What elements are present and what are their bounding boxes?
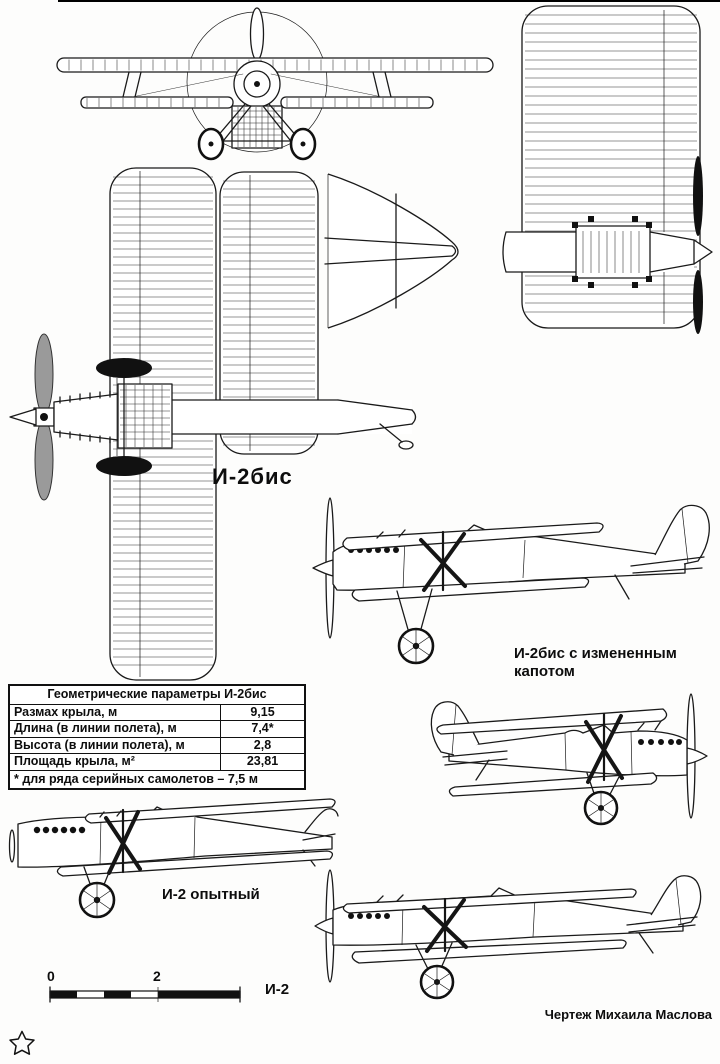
wing-top-right bbox=[521, 5, 701, 329]
tail-skid bbox=[475, 759, 490, 781]
landing-gear-side bbox=[583, 772, 621, 826]
scale-number-zero: 0 bbox=[47, 968, 55, 984]
table-row: Высота (в линии полета), м 2,8 bbox=[10, 737, 304, 754]
upper-wing-side bbox=[342, 888, 637, 914]
propeller-top bbox=[9, 333, 55, 501]
param-height: Высота (в линии полета), м bbox=[10, 737, 221, 753]
table-footnote: * для ряда серийных самолетов – 7,5 м bbox=[14, 771, 258, 786]
left-wheel-top bbox=[96, 358, 152, 378]
landing-gear-side bbox=[78, 864, 116, 919]
spinner-side bbox=[314, 917, 334, 935]
landing-gear-front bbox=[197, 103, 317, 161]
lower-wing-side bbox=[351, 577, 590, 602]
caption-modified-cowl-line2: капотом bbox=[514, 663, 575, 680]
interplane-struts-side bbox=[584, 712, 662, 784]
spec-table: Геометрические параметры И-2бис Размах к… bbox=[8, 684, 306, 790]
value-length: 7,4* bbox=[251, 721, 274, 735]
caption-modified-cowl-line1: И-2бис с измененным bbox=[514, 645, 677, 662]
star-icon bbox=[9, 1030, 35, 1055]
cowling-front bbox=[233, 60, 281, 108]
exhaust-ports bbox=[33, 826, 86, 834]
propeller-hub bbox=[8, 829, 16, 863]
lower-wing-side bbox=[351, 939, 627, 964]
landing-gear-side bbox=[396, 588, 435, 665]
propeller-blade bbox=[249, 7, 265, 61]
spinner-side bbox=[686, 747, 708, 765]
caption-i2bis: И-2бис bbox=[212, 464, 293, 489]
interplane-struts-front bbox=[122, 71, 392, 98]
param-wingspan: Размах крыла, м bbox=[10, 704, 221, 720]
scale-bar bbox=[49, 986, 241, 1003]
credit-author: Чертеж Михаила Маслова bbox=[544, 1007, 712, 1022]
interplane-struts-side bbox=[99, 808, 142, 875]
tail-skid bbox=[638, 932, 654, 954]
table-row: Площадь крыла, м² 23,81 bbox=[10, 754, 304, 771]
spinner-top bbox=[9, 408, 37, 426]
exhaust-ports bbox=[348, 913, 390, 919]
stabilizer-plan bbox=[324, 173, 459, 329]
radiator-front bbox=[231, 105, 283, 149]
lower-wing-side bbox=[56, 850, 334, 877]
exhaust-ports bbox=[638, 739, 682, 745]
param-wing-area: Площадь крыла, м² bbox=[10, 754, 221, 770]
spinner-side bbox=[312, 559, 334, 577]
fuselage-side bbox=[448, 724, 688, 777]
radiator-top bbox=[117, 383, 173, 449]
nose-top-view-drawing bbox=[9, 333, 173, 501]
value-wing-area: 23,81 bbox=[246, 754, 279, 768]
caption-i2: И-2 bbox=[265, 981, 290, 998]
value-height: 2,8 bbox=[253, 737, 272, 752]
lower-wing-side bbox=[448, 772, 658, 797]
front-view-drawing bbox=[56, 7, 494, 161]
spinner-top-right bbox=[693, 239, 713, 265]
landing-gear-side bbox=[415, 942, 455, 1000]
interplane-struts-side bbox=[376, 894, 468, 953]
top-view-right-drawing bbox=[500, 5, 713, 334]
side-view-i2-drawing bbox=[314, 869, 702, 1000]
spec-table-title: Геометрические параметры И-2бис bbox=[10, 686, 304, 705]
wheels-top bbox=[96, 358, 152, 476]
side-view-modified-cowl-drawing bbox=[312, 497, 710, 665]
propeller-blades-top-right bbox=[693, 156, 703, 334]
scale-number-two: 2 bbox=[153, 968, 161, 984]
tail-side bbox=[614, 504, 710, 600]
lower-wing-plan bbox=[219, 171, 319, 455]
lower-wing-front bbox=[80, 96, 434, 109]
interplane-struts-side bbox=[376, 529, 467, 592]
right-wheel-top bbox=[96, 456, 152, 476]
engine-top bbox=[53, 390, 119, 444]
table-row: Длина (в линии полета), м 7,4* bbox=[10, 721, 304, 738]
upper-wing-side bbox=[342, 522, 604, 551]
caption-prototype: И-2 опытный bbox=[162, 886, 260, 903]
tail-skid-plan bbox=[379, 423, 403, 443]
param-length: Длина (в линии полета), м bbox=[10, 721, 221, 737]
upper-wing-side bbox=[84, 798, 336, 824]
tail-side bbox=[430, 701, 508, 781]
value-wingspan: 9,15 bbox=[250, 704, 275, 719]
table-row: Размах крыла, м 9,15 bbox=[10, 704, 304, 721]
side-view-prototype-drawing bbox=[8, 798, 339, 919]
scan-edge-line bbox=[58, 0, 720, 2]
upper-wing-side bbox=[436, 708, 668, 735]
engine-block-top bbox=[572, 222, 652, 282]
tail-side bbox=[626, 875, 702, 954]
tail-skid bbox=[614, 574, 630, 600]
side-view-nose-right-drawing bbox=[430, 693, 708, 826]
